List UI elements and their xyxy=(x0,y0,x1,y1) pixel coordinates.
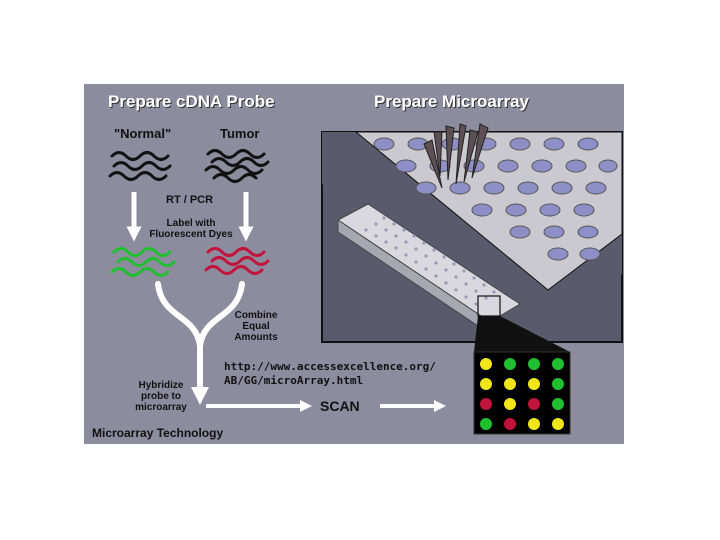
scan-spot xyxy=(552,358,564,370)
normal-dna-strands xyxy=(108,151,172,181)
scan-spot xyxy=(480,418,492,430)
tumor-dna-strands xyxy=(204,149,270,183)
source-url-line1: http://www.accessexcellence.org/ xyxy=(224,360,436,373)
scan-spots xyxy=(480,358,564,430)
scan-spot xyxy=(504,418,516,430)
scan-spot xyxy=(528,378,540,390)
label-normal: "Normal" xyxy=(114,126,172,141)
label-microarray: microarray xyxy=(135,402,187,413)
label-with: Label with xyxy=(166,218,216,229)
label-scan: SCAN xyxy=(320,398,360,414)
label-combine: Combine xyxy=(234,310,278,321)
scan-spot xyxy=(480,398,492,410)
down-arrows xyxy=(126,192,254,242)
label-tumor: Tumor xyxy=(220,126,260,141)
scan-spot xyxy=(528,418,540,430)
scan-spot xyxy=(552,418,564,430)
heading-prepare-microarray: Prepare Microarray xyxy=(374,92,529,111)
diagram-graphics xyxy=(108,123,623,435)
scan-spot xyxy=(552,398,564,410)
scan-spot xyxy=(528,398,540,410)
combine-arrow xyxy=(155,281,245,405)
scan-spot xyxy=(480,358,492,370)
label-probe-to: probe to xyxy=(141,391,181,402)
scan-spot xyxy=(552,378,564,390)
label-fluorescent: Label with Fluorescent Dyes xyxy=(146,218,236,240)
footer-title: Microarray Technology xyxy=(92,426,224,440)
red-labeled-strands xyxy=(204,247,270,275)
diagram-panel: Prepare cDNA Probe Prepare Microarray "N… xyxy=(84,84,624,444)
heading-prepare-cdna-probe: Prepare cDNA Probe xyxy=(108,92,275,111)
label-hybridize-group: Hybridize probe to microarray xyxy=(128,380,194,413)
scan-spot xyxy=(504,398,516,410)
label-fluorescent-dyes: Fluorescent Dyes xyxy=(149,229,233,240)
label-combine-group: Combine Equal Amounts xyxy=(224,310,288,343)
label-equal: Equal xyxy=(242,321,270,332)
scan-spot xyxy=(504,358,516,370)
zoom-funnel xyxy=(474,316,570,352)
source-url-line2: AB/GG/microArray.html xyxy=(224,374,364,387)
pipette-tips xyxy=(423,123,489,189)
scan-spot xyxy=(528,358,540,370)
label-hybridize: Hybridize xyxy=(138,380,184,391)
label-amounts: Amounts xyxy=(234,332,278,343)
source-url: http://www.accessexcellence.org/ AB/GG/m… xyxy=(224,360,436,388)
label-rt-pcr: RT / PCR xyxy=(166,194,214,206)
glass-slide xyxy=(337,203,521,335)
green-labeled-strands xyxy=(110,247,176,277)
scan-spot xyxy=(480,378,492,390)
scan-spot xyxy=(504,378,516,390)
